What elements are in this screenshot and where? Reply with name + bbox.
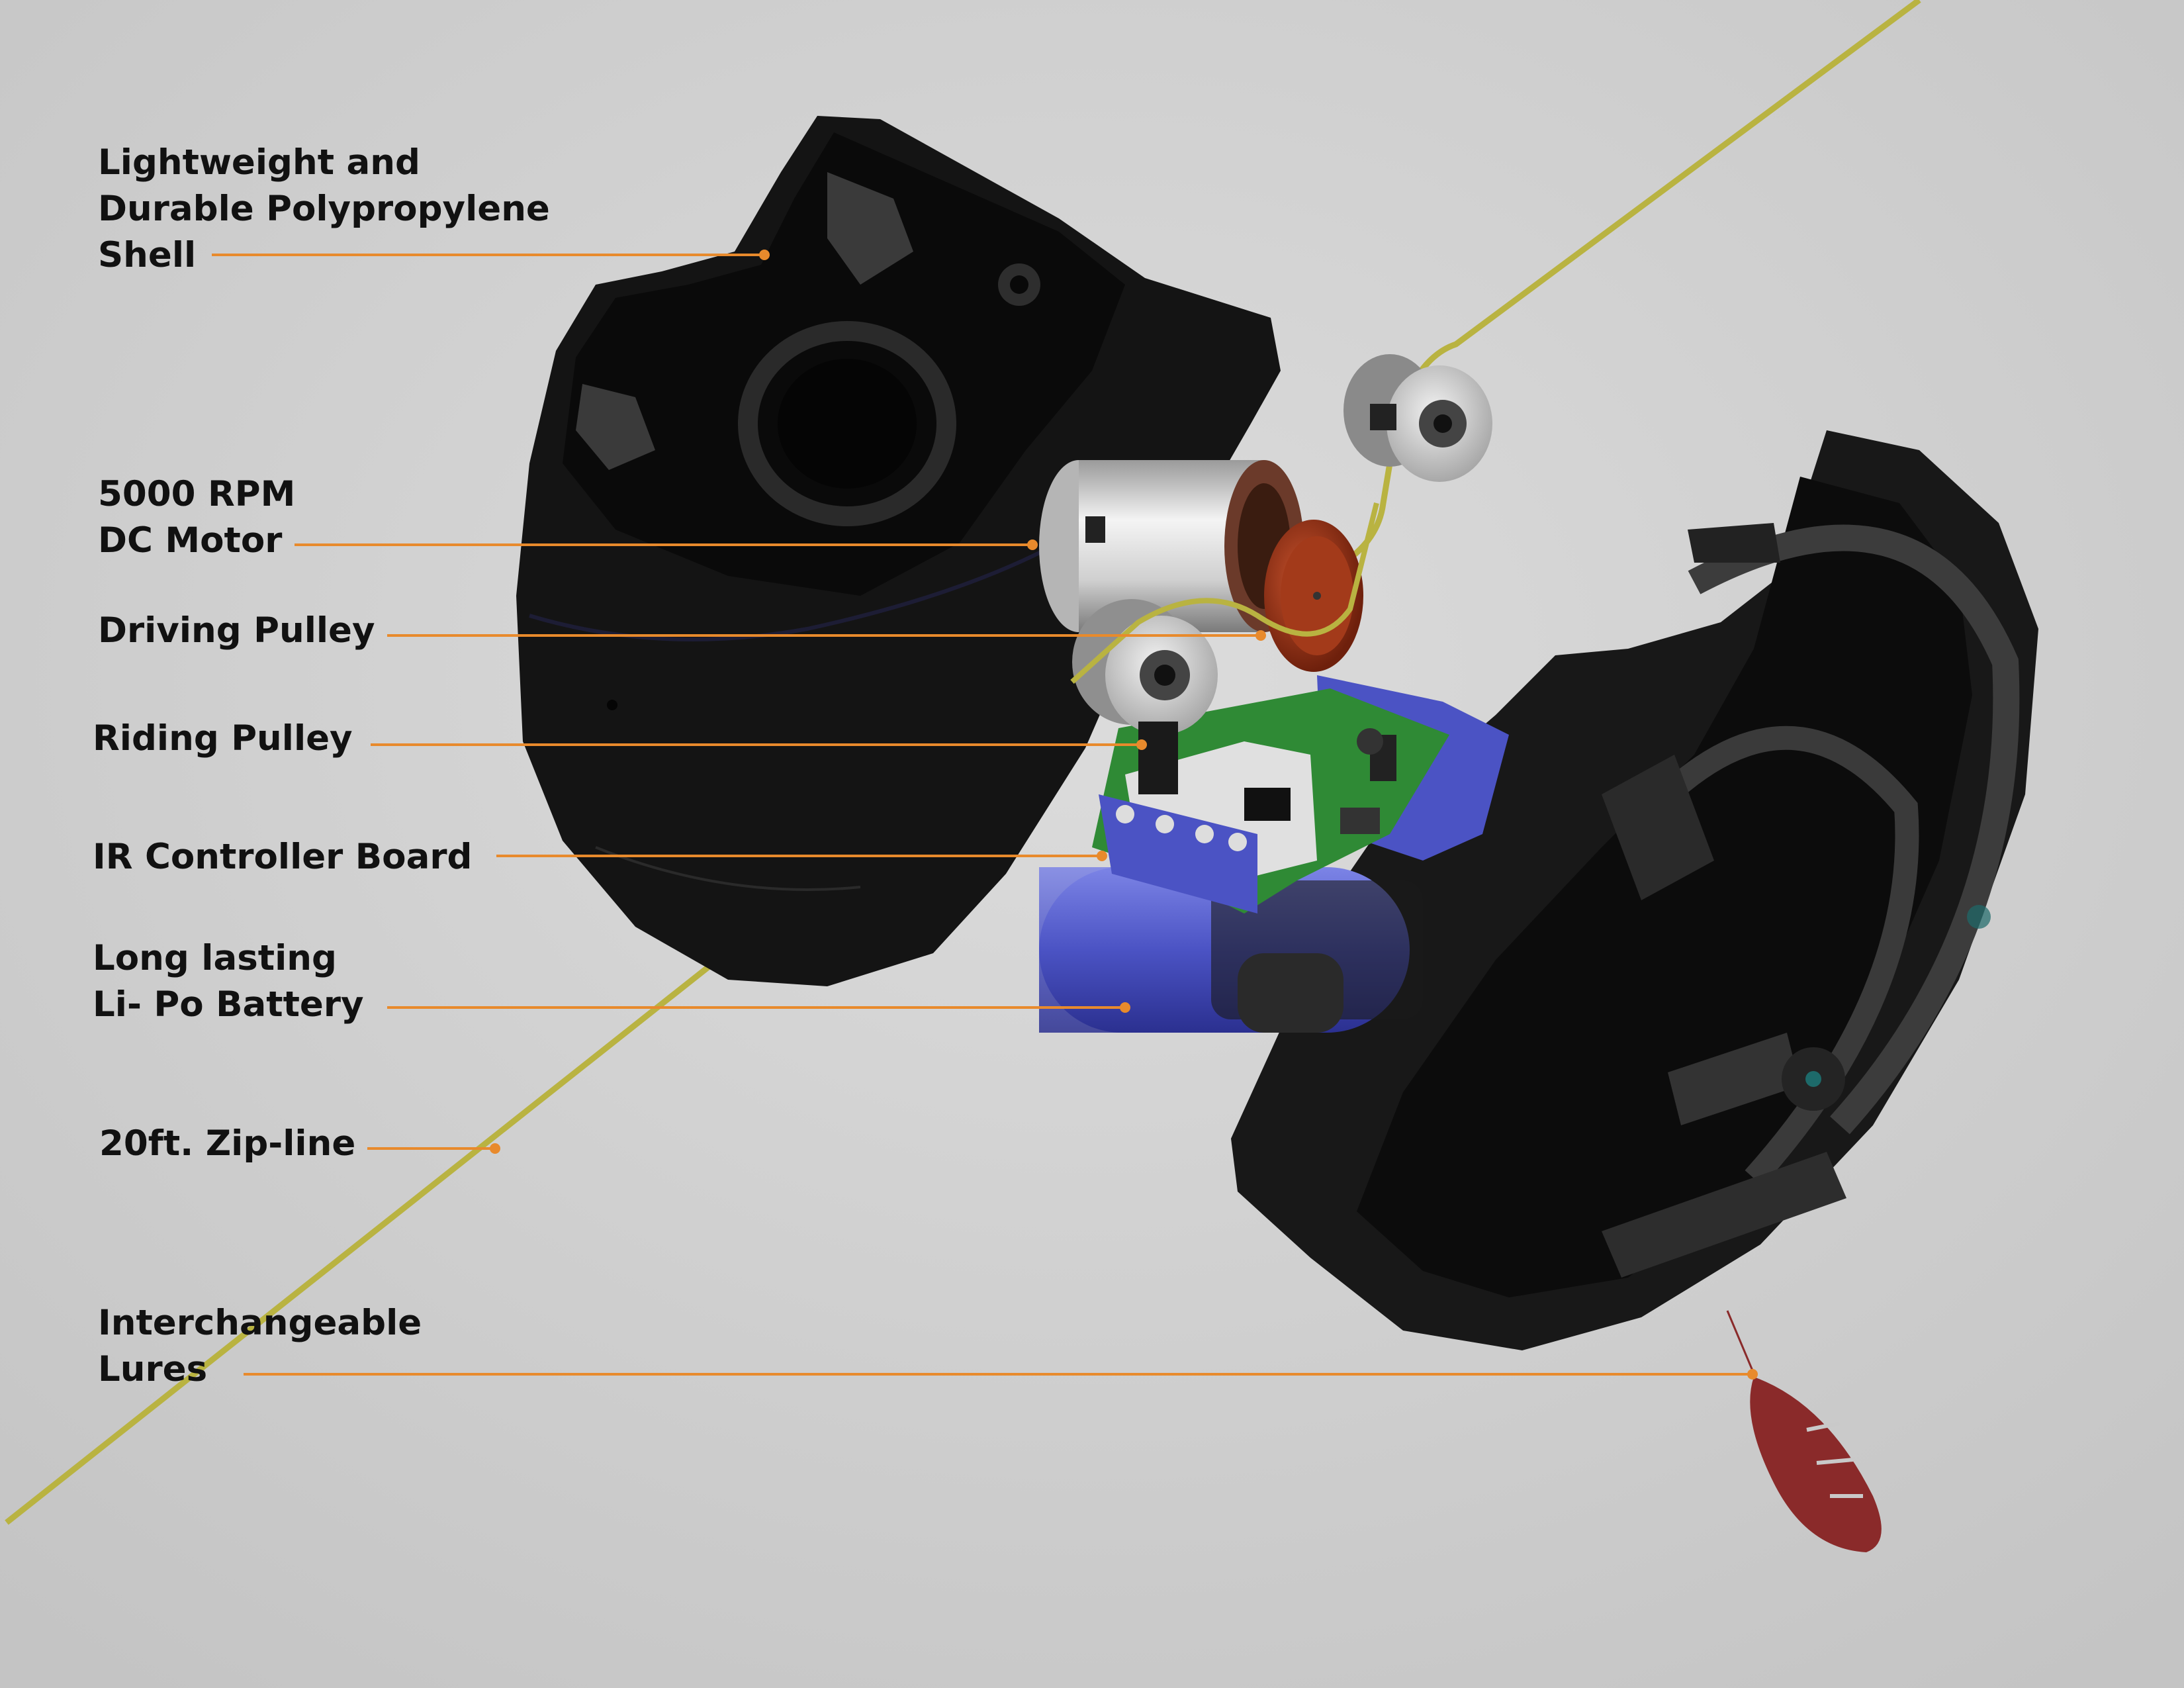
zipline-front xyxy=(1070,502,1379,684)
terminal-block xyxy=(1099,794,1257,914)
callout-line: Shell xyxy=(98,235,197,275)
callout-line: IR Controller Board xyxy=(93,837,473,877)
top-pulley xyxy=(1343,354,1492,482)
callout-battery: Long lasting Li- Po Battery xyxy=(93,935,364,1028)
callout-line: DC Motor xyxy=(98,520,283,561)
callout-shell: Lightweight and Durable Polypropylene Sh… xyxy=(98,140,550,279)
callout-line: Li- Po Battery xyxy=(93,984,364,1025)
riding-pulley xyxy=(1072,599,1218,794)
callout-line: Riding Pulley xyxy=(93,718,353,759)
leader-dots xyxy=(490,250,1758,1380)
battery xyxy=(1039,867,1423,1033)
callout-line: Lightweight and xyxy=(98,142,420,183)
callout-line: 5000 RPM xyxy=(98,474,296,514)
callout-line: Lures xyxy=(98,1349,208,1389)
callout-motor: 5000 RPM DC Motor xyxy=(98,471,295,564)
driving-pulley xyxy=(1264,520,1363,672)
callout-lures: Interchangeable Lures xyxy=(98,1300,422,1393)
callout-line: Driving Pulley xyxy=(98,610,375,651)
callout-ir-board: IR Controller Board xyxy=(93,834,472,880)
callout-line: Long lasting xyxy=(93,938,337,978)
right-shell xyxy=(1231,430,2038,1350)
left-shell xyxy=(516,116,1281,986)
callout-zipline: 20ft. Zip-line xyxy=(99,1121,355,1167)
callout-line: Interchangeable xyxy=(98,1303,422,1343)
lure xyxy=(1726,1310,1882,1552)
callout-driving-pulley: Driving Pulley xyxy=(98,608,375,654)
callout-line: 20ft. Zip-line xyxy=(99,1123,356,1164)
callout-line: Durable Polypropylene xyxy=(98,189,550,229)
leader-lines xyxy=(212,254,1752,1376)
callout-riding-pulley: Riding Pulley xyxy=(93,716,353,762)
